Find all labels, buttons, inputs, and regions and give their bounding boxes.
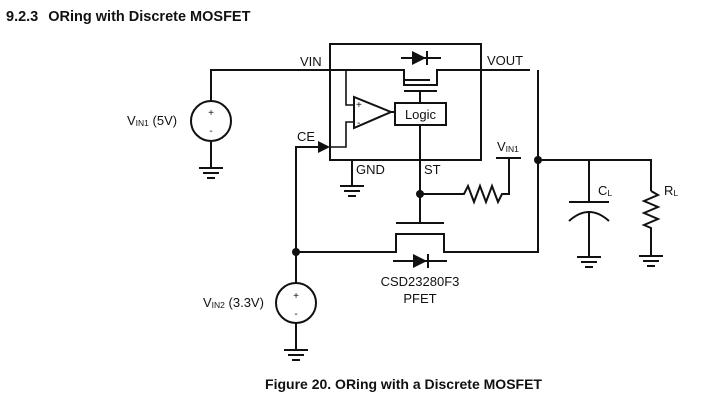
load-switch-ic-outline (329, 43, 482, 161)
vin2-plus: + (293, 291, 299, 302)
ce-arrow-icon (318, 141, 330, 153)
vin1-minus: - (209, 126, 212, 137)
internal-fet-channel (403, 69, 530, 86)
load-resistor-icon (641, 190, 661, 255)
comparator-icon (353, 95, 394, 130)
comparator-plus: + (356, 100, 362, 111)
pfet-part-label: CSD23280F3 (381, 274, 460, 289)
ground-icon (340, 185, 364, 197)
res-ground-icon (639, 255, 663, 267)
vin1-ground-icon (199, 167, 223, 179)
gnd-pin-label: GND (356, 162, 385, 177)
vout-rail (538, 159, 652, 191)
vin2-ground-icon (284, 349, 308, 361)
section-number: 9.2.3 (6, 9, 39, 25)
ce-pin-label: CE (297, 129, 315, 144)
cap-ground-icon (577, 256, 601, 268)
comparator-minus: - (357, 118, 360, 129)
pullup-label: VIN1 (497, 139, 519, 154)
vin1-label: VIN1 (5V) (127, 113, 177, 128)
figure-caption: Figure 20. ORing with a Discrete MOSFET (265, 376, 542, 392)
pfet-diode-icon (413, 254, 427, 268)
comparator-plus-wire (345, 70, 354, 106)
logic-block-label: Logic (405, 107, 437, 122)
internal-diode-icon (412, 51, 426, 65)
st-pin-label: ST (424, 162, 441, 177)
vin2-minus: - (294, 309, 297, 320)
ce-wire (295, 146, 320, 252)
vin-wire (210, 69, 430, 101)
comparator-minus-wire (330, 121, 354, 148)
section-title: ORing with Discrete MOSFET (48, 9, 251, 25)
section-heading: 9.2.3 ORing with Discrete MOSFET (6, 9, 250, 25)
vin1-plus: + (208, 108, 214, 119)
vin-pin-label: VIN (300, 54, 322, 69)
vout-pin-label: VOUT (487, 53, 523, 68)
cap-label: CL (598, 183, 612, 198)
pfet-channel-wire (296, 70, 539, 253)
vin2-label: VIN2 (3.3V) (203, 295, 264, 310)
res-label: RL (664, 183, 678, 198)
pfet-type-label: PFET (403, 291, 436, 306)
pullup-resistor-icon (420, 158, 510, 205)
